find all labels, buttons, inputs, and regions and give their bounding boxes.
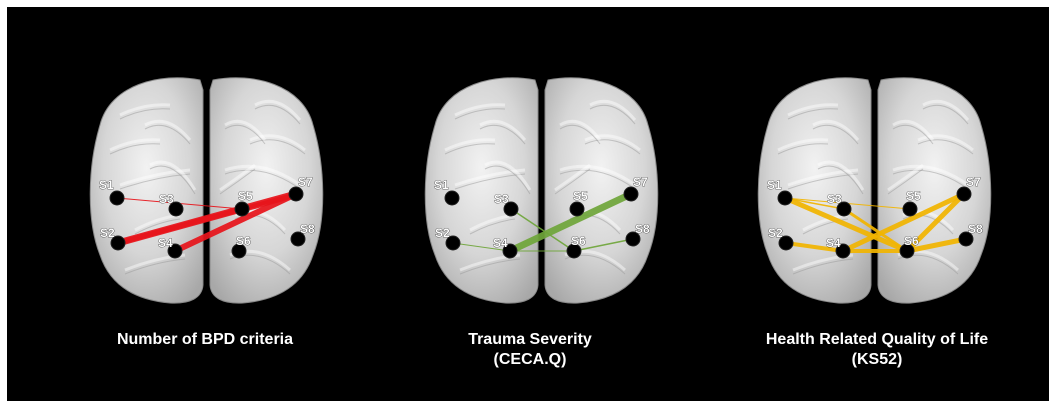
- node-label-s4: S4: [158, 236, 173, 250]
- node-label-s2: S2: [435, 226, 450, 240]
- node-label-s8: S8: [300, 222, 315, 236]
- node-label-s4: S4: [826, 236, 841, 250]
- caption-trauma: Trauma Severity(CECA.Q): [370, 330, 690, 370]
- node-s5: [235, 202, 249, 216]
- node-label-s3: S3: [494, 192, 509, 206]
- node-label-s6: S6: [904, 234, 919, 248]
- node-label-s8: S8: [635, 222, 650, 236]
- node-s1: [778, 191, 792, 205]
- node-s1: [110, 191, 124, 205]
- node-label-s6: S6: [236, 234, 251, 248]
- node-label-s2: S2: [100, 226, 115, 240]
- node-s5: [570, 202, 584, 216]
- node-label-s2: S2: [768, 226, 783, 240]
- node-label-s7: S7: [966, 175, 981, 189]
- node-s5: [903, 202, 917, 216]
- panel-trauma: S1S2 S3S4 S5S6 S7S8: [425, 78, 658, 303]
- caption-bpd: Number of BPD criteria: [45, 330, 365, 350]
- node-label-s7: S7: [298, 175, 313, 189]
- right-hemisphere: [545, 78, 658, 303]
- node-label-s8: S8: [968, 222, 983, 236]
- node-label-s1: S1: [99, 178, 114, 192]
- node-label-s7: S7: [633, 175, 648, 189]
- right-hemisphere: [210, 78, 323, 303]
- node-s1: [445, 191, 459, 205]
- right-hemisphere: [878, 78, 991, 303]
- node-label-s1: S1: [434, 178, 449, 192]
- node-label-s4: S4: [493, 236, 508, 250]
- caption-line: Trauma Severity: [370, 330, 690, 350]
- node-label-s5: S5: [238, 189, 253, 203]
- node-label-s3: S3: [159, 192, 174, 206]
- caption-line: Health Related Quality of Life: [717, 330, 1037, 350]
- caption-line: (CECA.Q): [370, 350, 690, 370]
- node-label-s5: S5: [573, 189, 588, 203]
- caption-hrqol: Health Related Quality of Life(KS52): [717, 330, 1037, 370]
- node-label-s3: S3: [827, 192, 842, 206]
- node-label-s5: S5: [906, 189, 921, 203]
- panel-hrqol: S1S2 S3S4 S5S6 S7S8: [758, 78, 991, 303]
- node-s7: [624, 187, 638, 201]
- caption-line: (KS52): [717, 350, 1037, 370]
- node-label-s6: S6: [571, 234, 586, 248]
- node-label-s1: S1: [767, 178, 782, 192]
- node-s7: [957, 187, 971, 201]
- node-s7: [289, 187, 303, 201]
- caption-line: Number of BPD criteria: [45, 330, 365, 350]
